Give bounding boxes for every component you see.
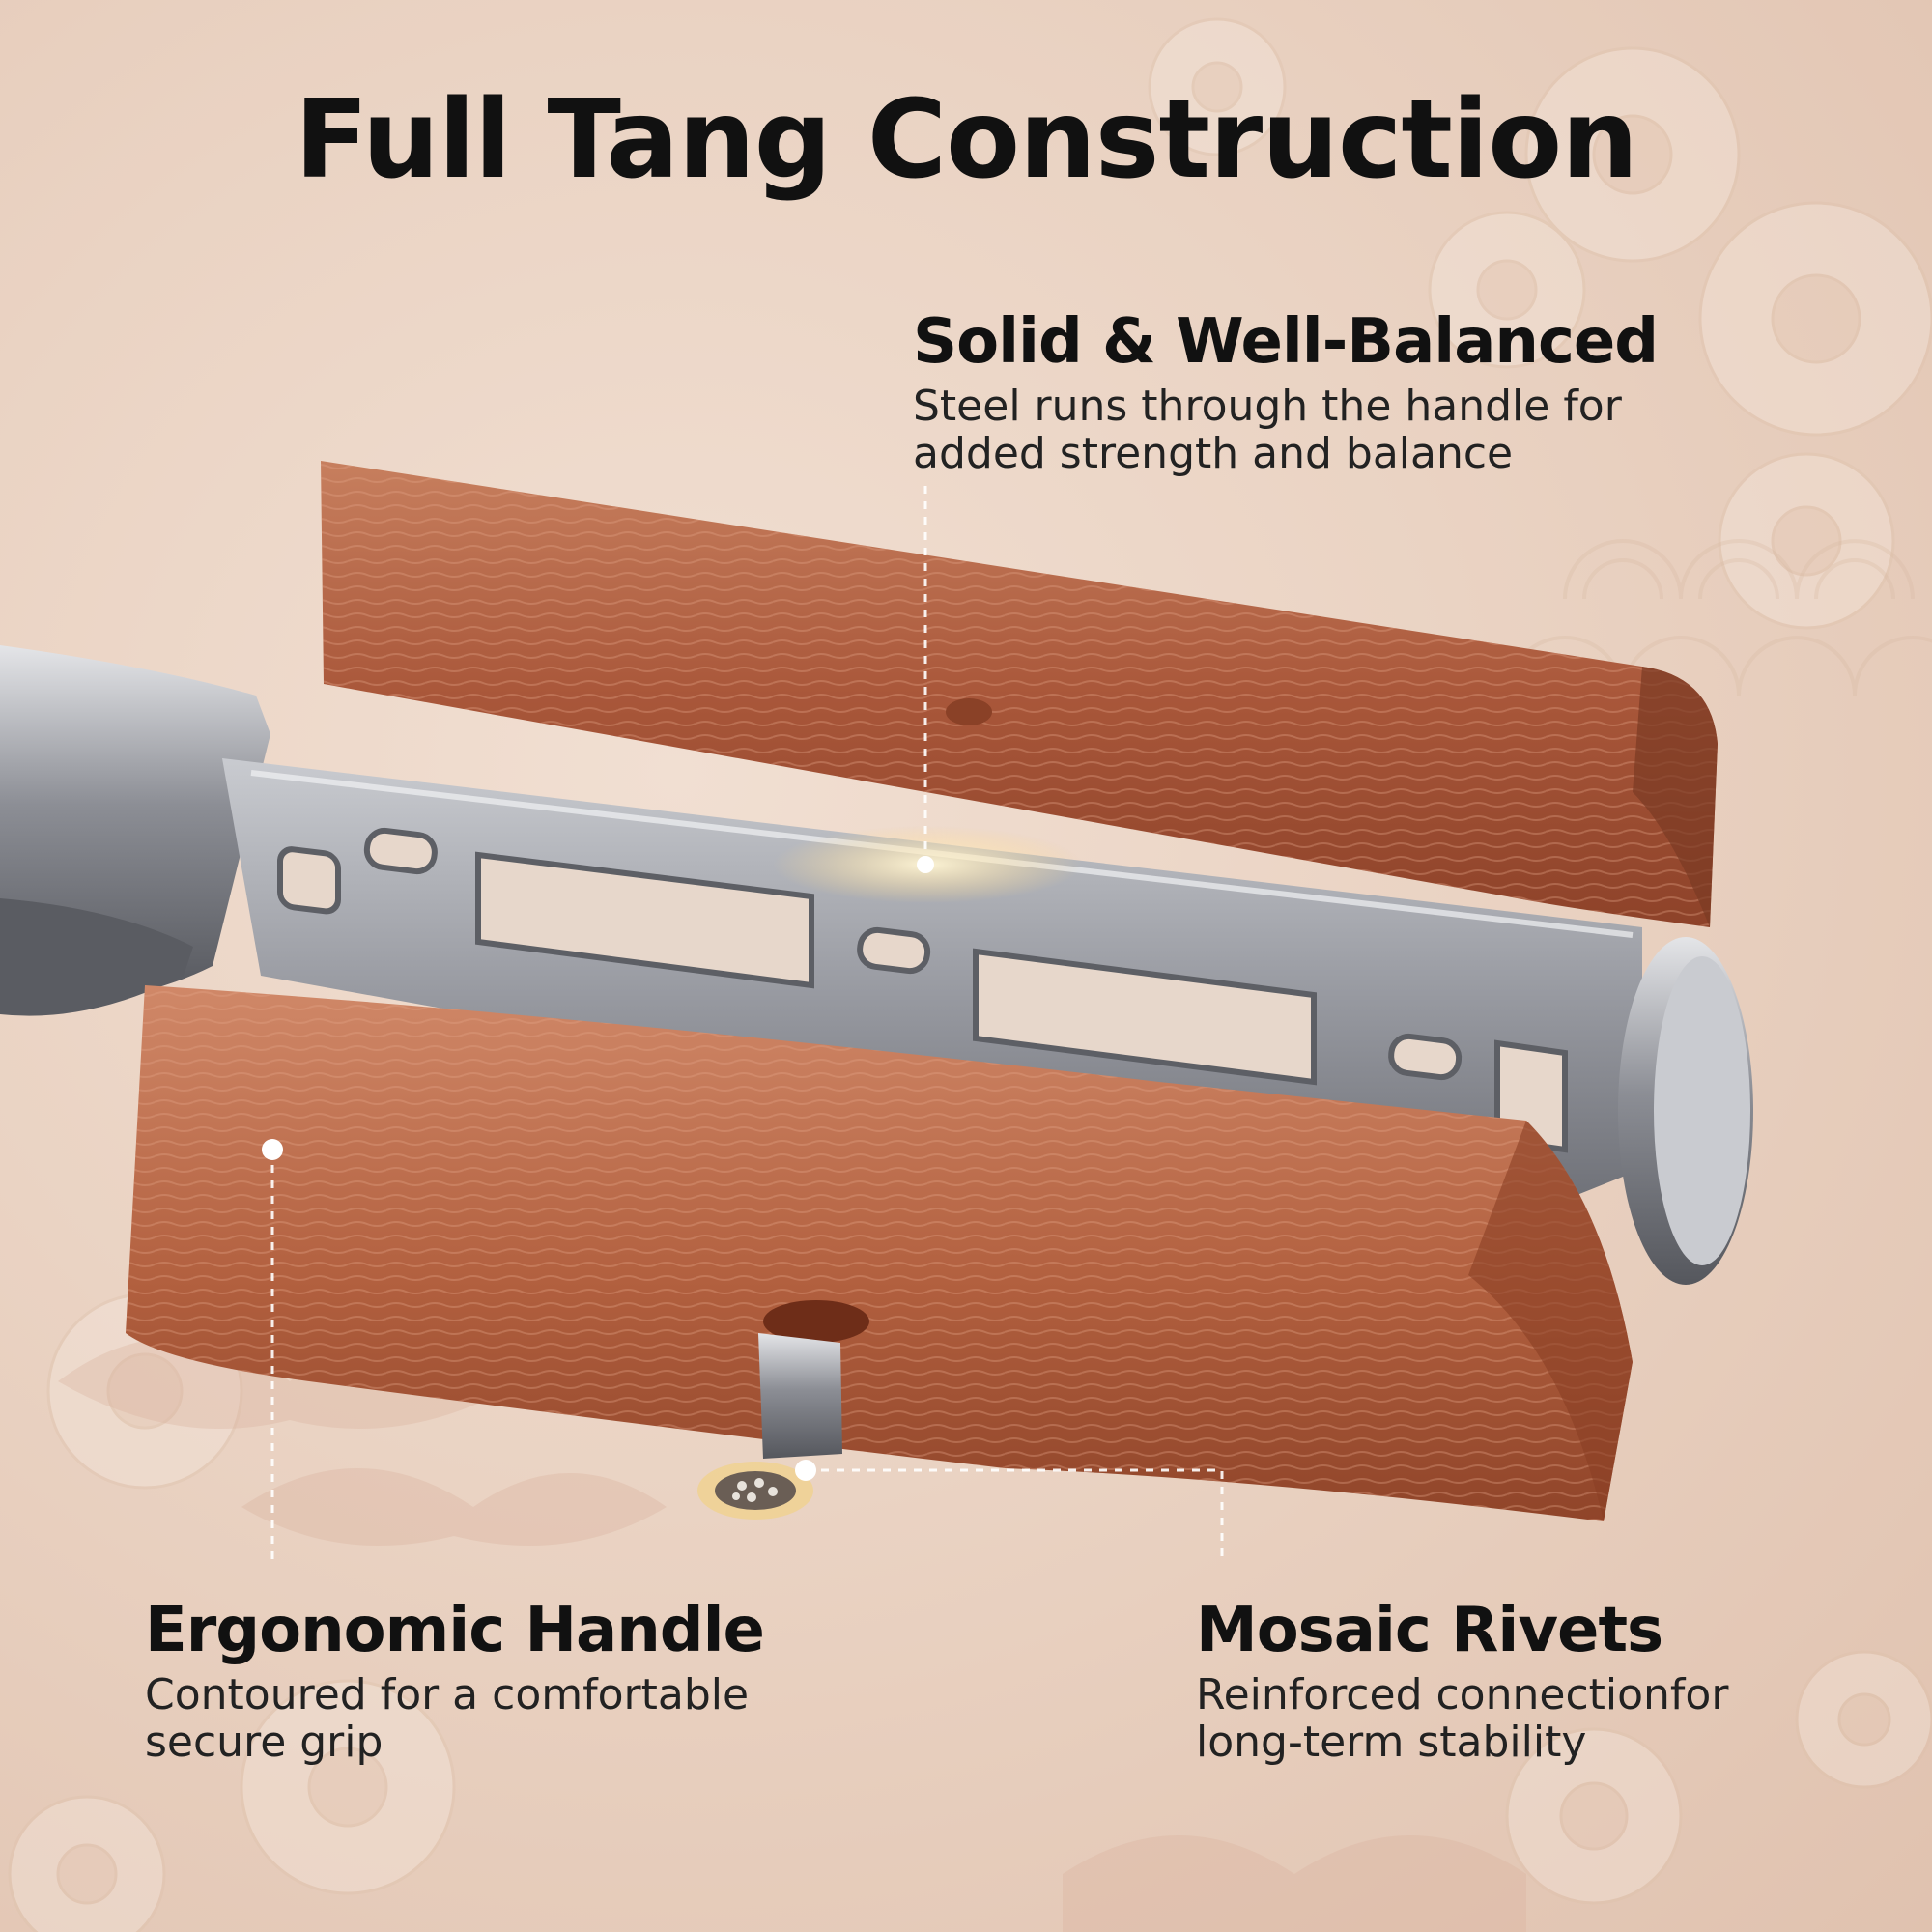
flower-pattern-icon (1524, 46, 1741, 263)
steel-tang (222, 758, 1753, 1285)
page-title: Full Tang Construction (295, 77, 1638, 203)
callout-solid-balanced: Solid & Well-Balanced Steel runs through… (913, 306, 1898, 478)
bottom-wood-scale (126, 985, 1633, 1521)
marker-dot-ergonomic (262, 1139, 283, 1160)
top-wood-scale (321, 461, 1718, 927)
callout-ergonomic-handle: Ergonomic Handle Contoured for a comfort… (145, 1595, 898, 1767)
marker-dot-rivets (795, 1460, 816, 1481)
callout-description: Reinforced connectionfor long-term stabi… (1196, 1669, 1729, 1767)
callout-mosaic-rivets: Mosaic Rivets Reinforced connectionfor l… (1196, 1595, 1911, 1767)
callout-heading: Mosaic Rivets (1196, 1595, 1663, 1666)
callout-heading: Solid & Well-Balanced (913, 306, 1659, 378)
callout-heading: Ergonomic Handle (145, 1595, 765, 1666)
mosaic-rivet (697, 1333, 842, 1520)
callout-description: Steel runs through the handle for added … (913, 381, 1622, 478)
callout-description: Contoured for a comfortable secure grip (145, 1669, 750, 1767)
bolster-and-blade (0, 645, 270, 1016)
wave-pattern-icon (1505, 539, 1932, 696)
leader-line-rivets (806, 1468, 1224, 1560)
